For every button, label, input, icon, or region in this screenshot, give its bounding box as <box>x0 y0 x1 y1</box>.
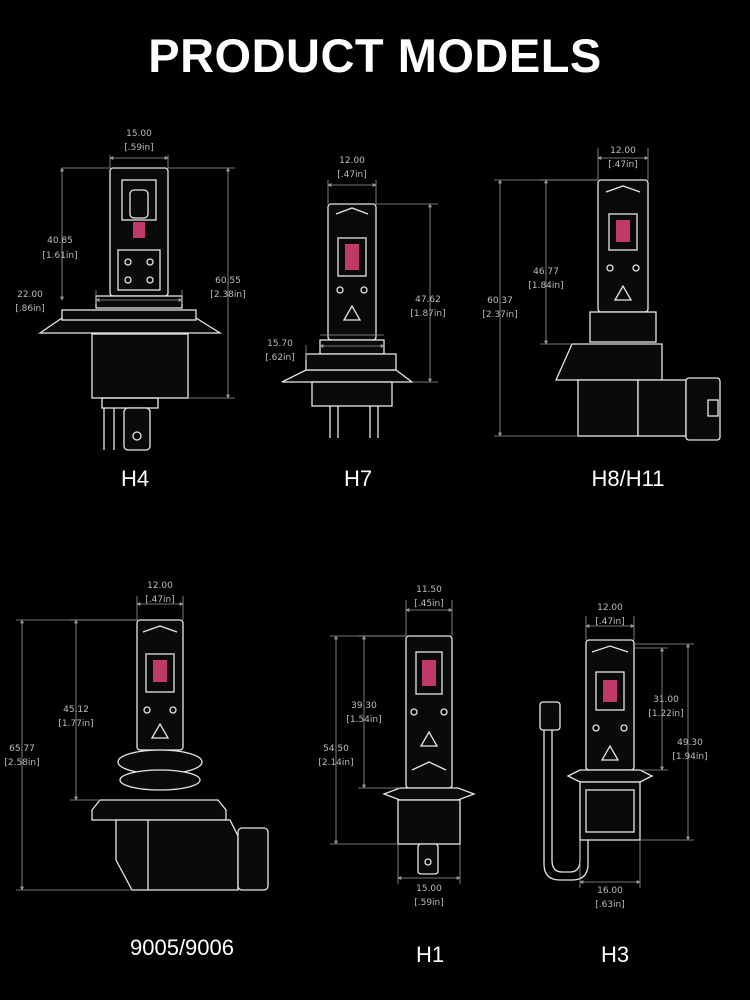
h1-dimensions: 11.50 [.45in] 39.30 [1.54in] 54.50 [2.14… <box>318 585 461 908</box>
h8-dim1-in: [.47in] <box>608 160 638 170</box>
h3-diagram: 12.00 [.47in] 31.00 [1.22in] 49.30 [1.94… <box>539 603 708 910</box>
h4-dim3-in: [.86in] <box>15 304 45 314</box>
h1-bulb-drawing <box>382 635 476 875</box>
h7-dim1-in: [.47in] <box>337 170 367 180</box>
model-label-9005-9006: 9005/9006 <box>130 935 234 960</box>
h3-bulb-drawing <box>539 639 654 881</box>
9005-dim1-mm: 12.00 <box>147 581 173 591</box>
9005-dim2-in: [1.77in] <box>58 719 93 729</box>
h4-diagram: 15.00 [.59in] 40.85 [1.61in] 22.00 [.86i… <box>15 129 246 451</box>
h4-dim1-in: [.59in] <box>124 143 154 153</box>
h8-dim3-in: [2.37in] <box>482 310 517 320</box>
h4-dim4-mm: 60.55 <box>215 276 241 286</box>
model-label-h4: H4 <box>120 466 150 491</box>
h7-dim3-mm: 15.70 <box>267 339 293 349</box>
h1-dim1-mm: 11.50 <box>416 585 442 595</box>
h8-h11-dimensions: 12.00 [.47in] 46.77 [1.84in] 60.37 [2.37… <box>482 146 649 437</box>
h4-dim2-mm: 40.85 <box>47 236 73 246</box>
h3-dim3-in: [1.94in] <box>672 752 707 762</box>
model-label-h7: H7 <box>343 466 373 491</box>
h3-dim3-mm: 49.30 <box>677 738 703 748</box>
h1-dim3-in: [2.14in] <box>318 758 353 768</box>
h4-dimensions: 15.00 [.59in] 40.85 [1.61in] 22.00 [.86i… <box>15 129 246 399</box>
h8-dim1-mm: 12.00 <box>610 146 636 156</box>
9005-dim2-mm: 45.12 <box>63 705 89 715</box>
h7-dimensions: 12.00 [.47in] 47.62 [1.87in] 15.70 [.62i… <box>265 156 446 383</box>
model-label-h1: H1 <box>415 942 445 967</box>
h3-dim4-mm: 16.00 <box>597 886 623 896</box>
h4-dim1-mm: 15.00 <box>126 129 152 139</box>
h7-diagram: 12.00 [.47in] 47.62 [1.87in] 15.70 [.62i… <box>265 156 446 438</box>
h3-dim2-in: [1.22in] <box>648 709 683 719</box>
h8-dim3-mm: 60.37 <box>487 296 513 306</box>
h4-dim3-mm: 22.00 <box>17 290 43 300</box>
h8-h11-bulb-drawing <box>554 179 721 441</box>
h3-dim1-in: [.47in] <box>595 617 625 627</box>
h1-dim1-in: [.45in] <box>414 599 444 609</box>
9005-9006-bulb-drawing <box>91 619 269 891</box>
page-title: PRODUCT MODELS <box>148 29 602 82</box>
9005-9006-diagram: 12.00 [.47in] 45.12 [1.77in] 65.77 [2.58… <box>4 581 269 891</box>
h7-dim1-mm: 12.00 <box>339 156 365 166</box>
h1-dim2-mm: 39.30 <box>351 701 377 711</box>
h3-dimensions: 12.00 [.47in] 31.00 [1.22in] 49.30 [1.94… <box>579 603 708 910</box>
9005-dim3-in: [2.58in] <box>4 758 39 768</box>
model-label-h3: H3 <box>600 942 630 967</box>
h4-bulb-drawing <box>37 167 223 451</box>
9005-dim1-in: [.47in] <box>145 595 175 605</box>
9005-dim3-mm: 65.77 <box>9 744 35 754</box>
h1-dim2-in: [1.54in] <box>346 715 381 725</box>
h4-dim4-in: [2.38in] <box>210 290 245 300</box>
h8-h11-diagram: 12.00 [.47in] 46.77 [1.84in] 60.37 [2.37… <box>482 146 721 441</box>
h7-dim2-mm: 47.62 <box>415 295 441 305</box>
h7-dim2-in: [1.87in] <box>410 309 445 319</box>
h3-dim2-mm: 31.00 <box>653 695 679 705</box>
h7-dim3-in: [.62in] <box>265 353 295 363</box>
h1-dim4-in: [.59in] <box>414 898 444 908</box>
h7-bulb-drawing <box>281 203 414 438</box>
h8-dim2-mm: 46.77 <box>533 267 559 277</box>
h1-dim4-mm: 15.00 <box>416 884 442 894</box>
9005-9006-dimensions: 12.00 [.47in] 45.12 [1.77in] 65.77 [2.58… <box>4 581 184 891</box>
h1-dim3-mm: 54.50 <box>323 744 349 754</box>
h8-dim2-in: [1.84in] <box>528 281 563 291</box>
model-label-h8-h11: H8/H11 <box>591 466 665 491</box>
h3-dim1-mm: 12.00 <box>597 603 623 613</box>
h1-diagram: 11.50 [.45in] 39.30 [1.54in] 54.50 [2.14… <box>318 585 476 908</box>
h3-dim4-in: [.63in] <box>595 900 625 910</box>
h4-dim2-in: [1.61in] <box>42 251 77 261</box>
